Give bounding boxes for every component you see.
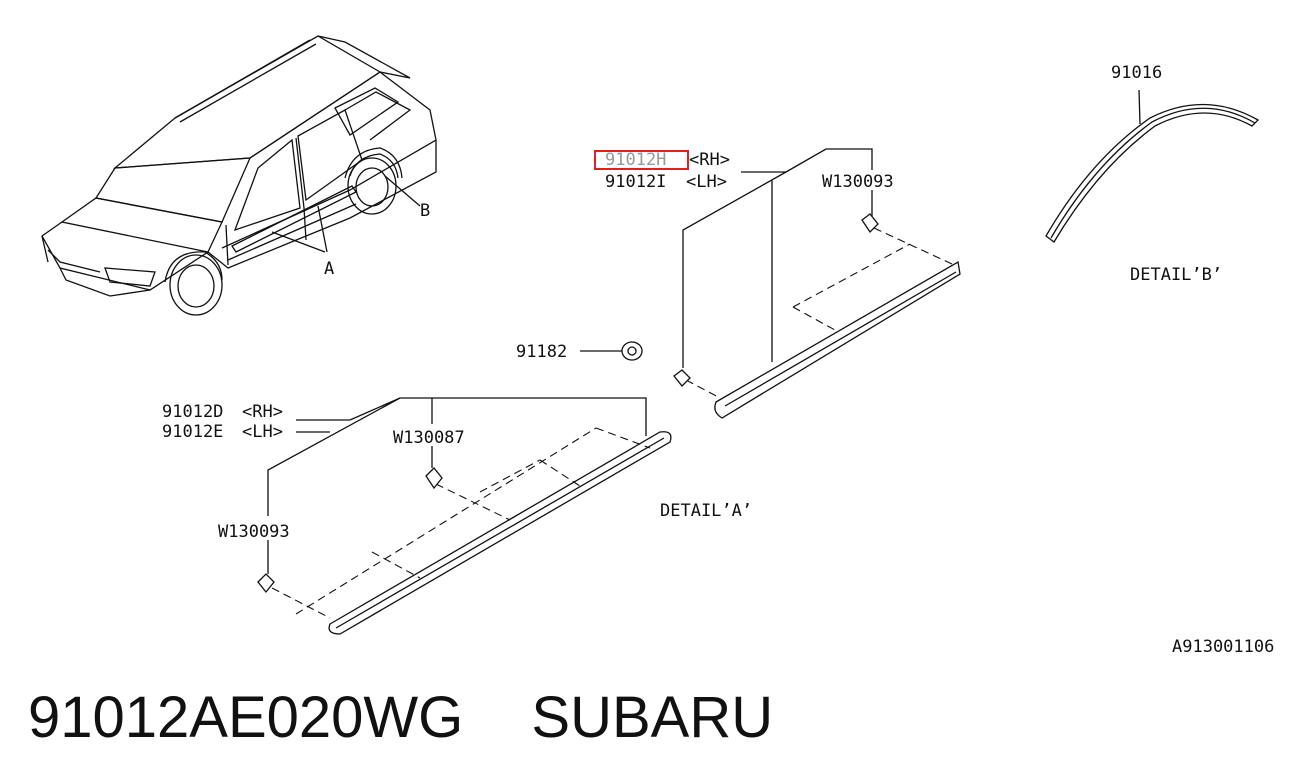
upper-side-moulding bbox=[673, 213, 961, 419]
detail-a-caption: DETAIL’A’ bbox=[660, 501, 752, 521]
footer-brand: SUBARU bbox=[531, 685, 774, 750]
side-label-91012h: <RH> bbox=[689, 150, 730, 170]
side-label-91012i: <LH> bbox=[686, 172, 727, 192]
clip-label-w130093-top: W130093 bbox=[822, 172, 894, 192]
part-label-91012h: 91012H bbox=[605, 150, 666, 170]
part-label-91012d: 91012D bbox=[162, 402, 223, 422]
part-label-91012i: 91012I bbox=[605, 172, 666, 192]
wheel-arch-moulding bbox=[1045, 89, 1260, 243]
lower-side-moulding bbox=[257, 427, 672, 635]
clip-label-w130093-bottom: W130093 bbox=[218, 522, 290, 542]
detail-b-caption: DETAIL’B’ bbox=[1130, 265, 1222, 285]
lower-leader-lines bbox=[267, 397, 647, 574]
part-label-91182: 91182 bbox=[516, 342, 567, 362]
vehicle-illustration bbox=[41, 35, 437, 316]
part-label-91016: 91016 bbox=[1111, 63, 1162, 83]
part-label-91012e: 91012E bbox=[162, 422, 223, 442]
footer-caption: 91012AE020WG SUBARU bbox=[28, 683, 773, 753]
side-label-91012e: <LH> bbox=[242, 422, 283, 442]
drawing-number: A913001106 bbox=[1172, 637, 1274, 657]
callout-label-b: B bbox=[420, 201, 430, 221]
callout-label-a: A bbox=[324, 259, 334, 279]
highlight-box bbox=[594, 150, 689, 170]
side-label-91012d: <RH> bbox=[242, 402, 283, 422]
clip-label-w130087: W130087 bbox=[393, 428, 465, 448]
parts-diagram: A B 91016 DETAIL’B’ 91012H <RH> 91012I <… bbox=[41, 35, 1274, 657]
upper-leader-lines bbox=[682, 148, 873, 368]
footer-part-number: 91012AE020WG bbox=[28, 685, 464, 750]
grommet-91182 bbox=[580, 341, 643, 361]
